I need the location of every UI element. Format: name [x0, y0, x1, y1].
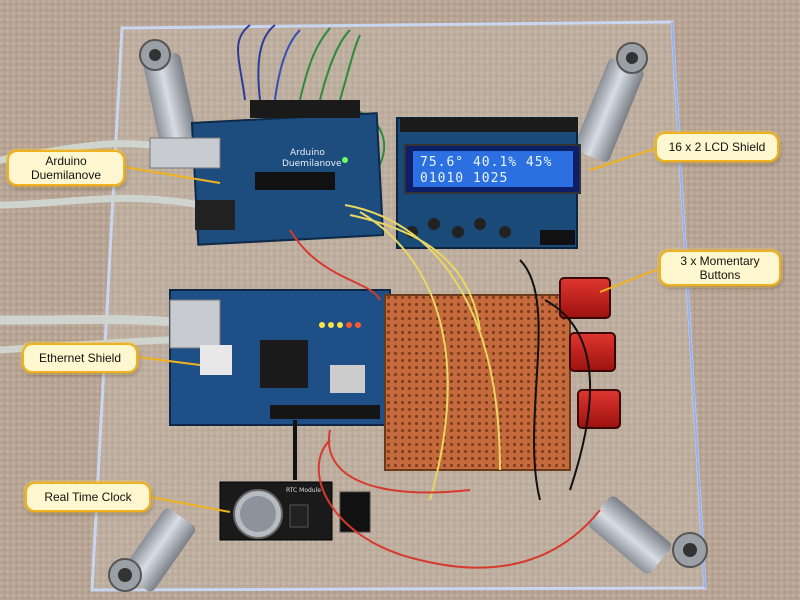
standoff-top-left [139, 39, 196, 142]
callout-arduino-line2: Duemilanove [30, 168, 102, 182]
standoff-bottom-right [588, 496, 708, 574]
callout-arduino-duemilanove: Arduino Duemilanove [7, 150, 125, 186]
ethernet-shield [169, 289, 391, 426]
standoff-top-right [574, 42, 648, 162]
callout-buttons-line2: Buttons [699, 268, 741, 282]
lcd-buttons [406, 218, 511, 238]
standoff-bottom-left [108, 508, 196, 592]
callout-buttons-line1: 3 x Momentary [680, 254, 760, 268]
callout-lcd-shield: 16 x 2 LCD Shield [655, 132, 779, 162]
callout-ethernet-shield: Ethernet Shield [22, 343, 138, 373]
lcd-line-1: 75.6° 40.1% 45% [420, 155, 552, 170]
jumper-wires [289, 204, 601, 569]
callout-momentary-buttons: 3 x Momentary Buttons [659, 250, 781, 286]
callout-leaders [123, 147, 662, 513]
arduino-silk-line1: Arduino [290, 148, 325, 158]
rtc-module: RTC Module [219, 481, 371, 541]
arduino-board: Arduino Duemilanove [149, 100, 385, 246]
callout-lcd-shield-label: 16 x 2 LCD Shield [668, 140, 766, 154]
lcd-shield: 75.6° 40.1% 45% 01010 1025 [396, 117, 581, 249]
callout-real-time-clock: Real Time Clock [25, 482, 151, 512]
lcd-line-2: 01010 1025 [420, 171, 508, 186]
callout-rtc-label: Real Time Clock [44, 490, 132, 504]
arduino-silk-line2: Duemilanove [282, 159, 342, 169]
callout-arduino-line1: Arduino [45, 154, 87, 168]
rtc-silk-label: RTC Module [286, 487, 321, 494]
ethernet-leds [319, 322, 361, 328]
callout-ethernet-label: Ethernet Shield [38, 351, 122, 365]
